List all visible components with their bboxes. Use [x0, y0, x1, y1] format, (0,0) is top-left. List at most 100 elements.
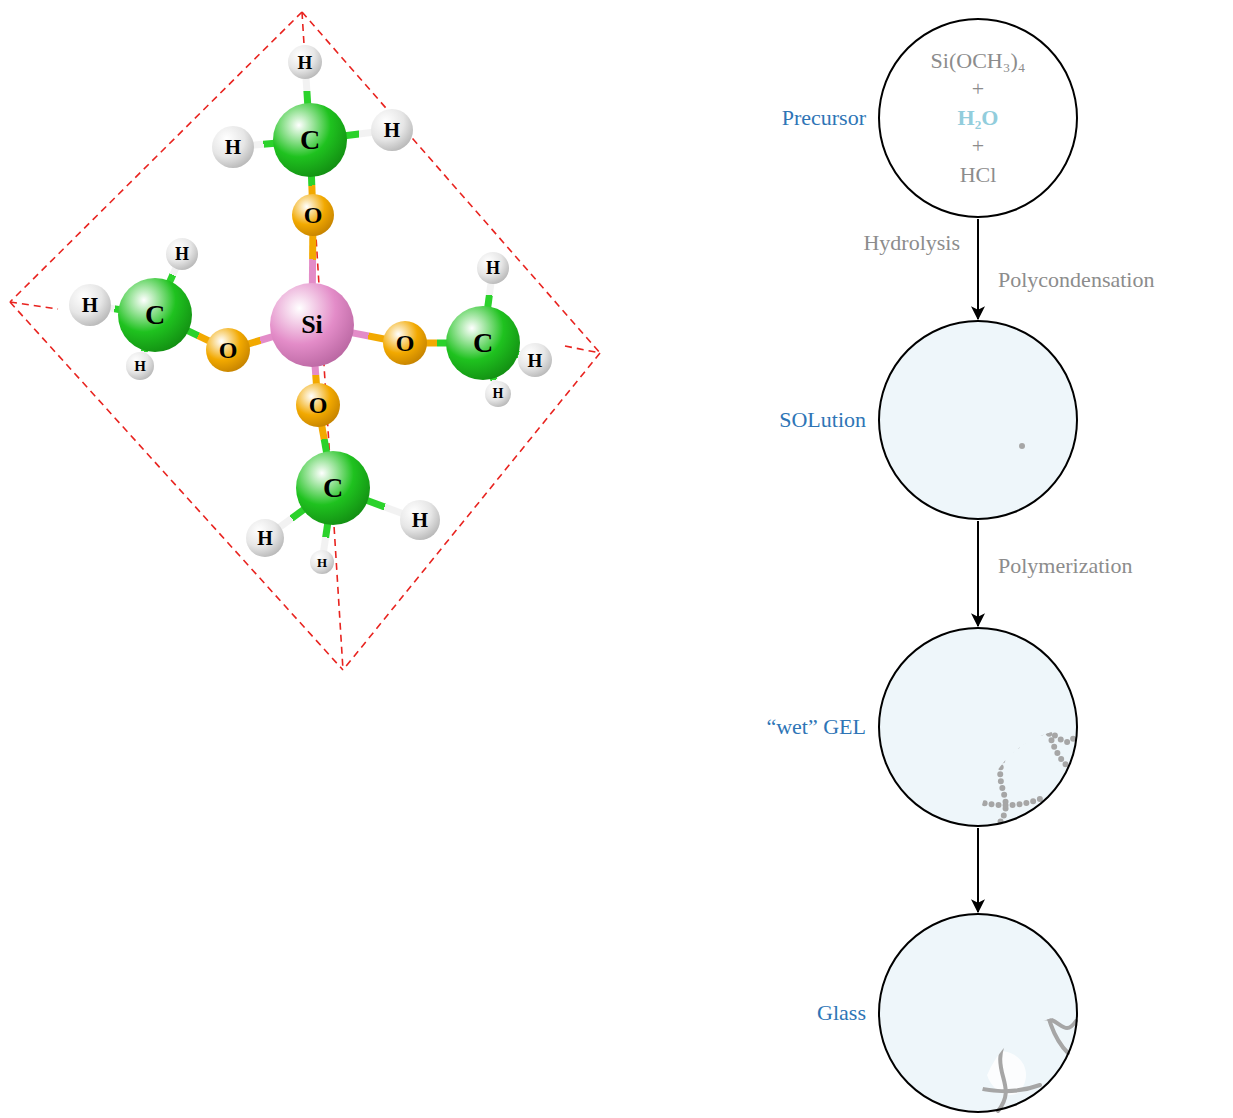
particle — [966, 372, 972, 378]
chemical-bond — [308, 175, 316, 196]
stage-content — [878, 627, 1078, 827]
atom-symbol: O — [309, 393, 328, 417]
particle — [965, 416, 971, 422]
process-arrow — [977, 521, 979, 626]
atom-symbol: C — [145, 301, 165, 329]
process-step-label: Polycondensation — [996, 267, 1156, 293]
atom-sphere: O — [383, 321, 427, 365]
atom-sphere: H — [400, 500, 440, 540]
atom-sphere: H — [371, 109, 413, 151]
atom-symbol: O — [304, 203, 323, 227]
atom-sphere: H — [69, 284, 111, 326]
particle — [973, 427, 979, 433]
process-step-label: Hydrolysis — [861, 230, 962, 256]
atom-sphere: H — [246, 519, 284, 557]
stage-texture — [880, 631, 1076, 825]
stage-content: Si(OCH₃)₄+H₂O+HCl — [878, 18, 1078, 218]
stage-content — [878, 913, 1078, 1113]
atom-symbol: H — [134, 359, 146, 374]
particle — [910, 373, 916, 379]
atom-symbol: C — [323, 474, 343, 502]
particle — [898, 402, 904, 408]
stage-border — [879, 19, 1077, 217]
pore — [953, 951, 1005, 1009]
particle — [931, 482, 937, 488]
stage-texture — [880, 917, 1076, 1111]
particle — [975, 372, 981, 378]
atom-sphere: H — [518, 343, 552, 377]
chemical-bond — [309, 234, 316, 285]
stage-circle: “wet” GEL — [878, 627, 1078, 827]
atom-symbol: H — [317, 556, 327, 569]
stage-fill — [879, 321, 1077, 519]
atom-sphere: H — [310, 550, 334, 574]
atom-sphere: C — [118, 278, 192, 352]
particle — [970, 372, 976, 378]
chemical-bond — [306, 77, 308, 105]
reagent-formula: HCl — [960, 161, 997, 190]
chemical-bond — [252, 143, 275, 145]
plus-sign: + — [972, 132, 984, 161]
atom-sphere: O — [206, 328, 250, 372]
atom-symbol: H — [298, 53, 313, 72]
particle — [1019, 443, 1025, 449]
polymer-chain — [1023, 647, 1068, 767]
stage-texture — [898, 345, 1025, 488]
stage-content — [878, 320, 1078, 520]
atom-sphere: C — [446, 306, 520, 380]
polymer-chain — [998, 631, 1016, 825]
process-arrow — [977, 219, 979, 319]
stage-name: SOLution — [779, 407, 866, 433]
stage-name: Precursor — [782, 105, 866, 131]
particle — [961, 426, 967, 432]
atom-symbol: H — [493, 387, 504, 401]
glass-network — [1023, 933, 1068, 1053]
chemical-bond — [345, 132, 373, 135]
atom-sphere: H — [212, 126, 254, 168]
atom-sphere: Si — [270, 283, 354, 367]
particle — [916, 463, 922, 469]
particle — [938, 465, 944, 471]
polymer-chain — [902, 791, 1040, 805]
stage-name: Glass — [817, 1000, 866, 1026]
atom-sphere: C — [273, 103, 347, 177]
particle — [983, 388, 989, 394]
particle — [1002, 345, 1008, 351]
particle — [950, 392, 956, 398]
process-arrow — [977, 828, 979, 912]
atom-symbol: C — [473, 329, 493, 357]
atom-sphere: O — [292, 194, 334, 236]
atom-symbol: C — [300, 126, 320, 154]
atom-sphere: O — [296, 383, 340, 427]
atom-sphere: H — [477, 252, 509, 284]
tetrahedron-edge — [10, 12, 302, 302]
atom-symbol: H — [412, 510, 428, 531]
tetrahedron-outline — [10, 12, 600, 670]
stage-outline — [878, 913, 1078, 1113]
stage-border — [879, 321, 1077, 519]
atom-sphere: C — [296, 451, 370, 525]
polymer-chain — [883, 654, 1070, 697]
atom-sphere: H — [166, 238, 198, 270]
tetrahedron-edge — [343, 353, 600, 670]
glass-network — [890, 1018, 1076, 1053]
particle — [913, 370, 919, 376]
particle — [911, 408, 917, 414]
chemical-bond — [323, 523, 327, 552]
stage-outline — [878, 627, 1078, 827]
polymer-chain — [890, 732, 1076, 767]
chemical-bond — [187, 330, 210, 341]
stage-name: “wet” GEL — [766, 714, 866, 740]
reagent-formula: Si(OCH₃)₄ — [931, 47, 1026, 76]
tetrahedron-edge — [565, 346, 600, 353]
reagent-formula: H₂O — [958, 104, 999, 133]
chemical-bond — [247, 336, 273, 344]
glass-network — [998, 917, 1016, 1111]
glass-network — [880, 991, 1076, 1015]
glass-network — [920, 927, 952, 1107]
atom-symbol: H — [486, 259, 500, 277]
atom-symbol: H — [528, 351, 543, 370]
atom-symbol: H — [257, 528, 273, 548]
atom-symbol: H — [225, 137, 241, 158]
atom-symbol: Si — [301, 312, 323, 338]
